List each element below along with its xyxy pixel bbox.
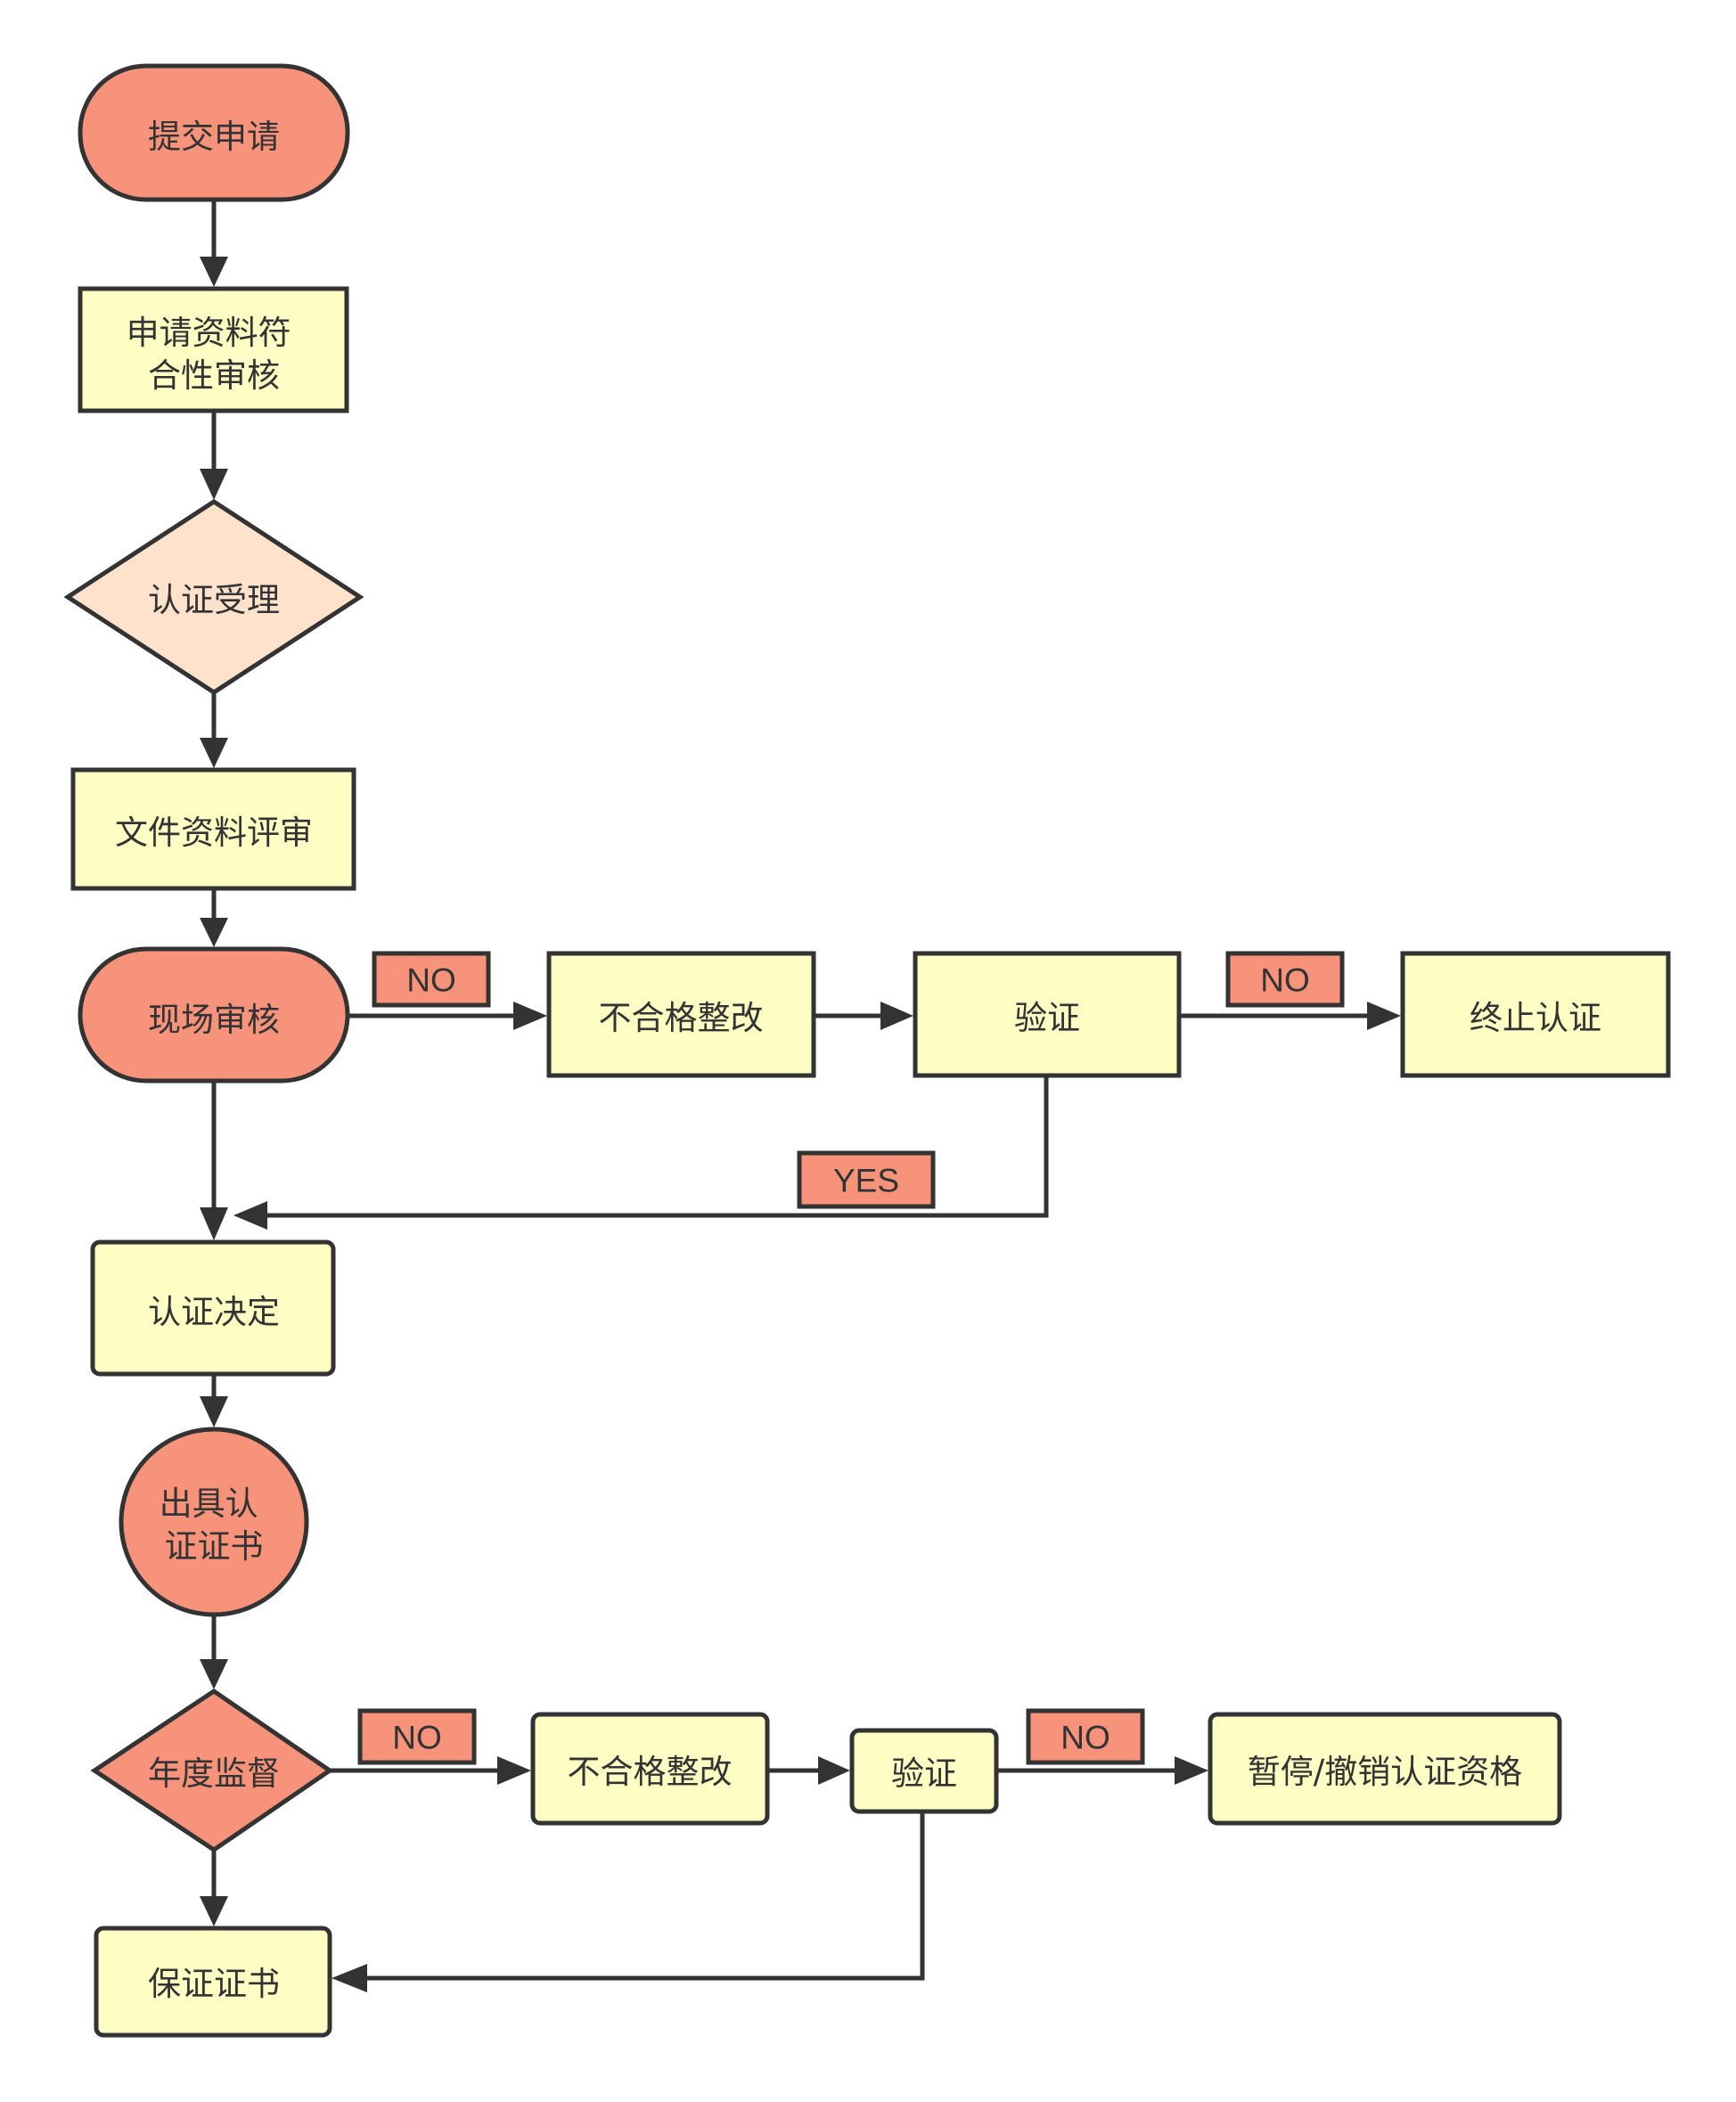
- arrowhead: [497, 1756, 531, 1785]
- arrowhead: [1175, 1756, 1208, 1785]
- node-suspend: [1208, 1712, 1562, 1826]
- label-verify1-yes: YES: [833, 1163, 899, 1199]
- node-issue: [119, 1427, 309, 1617]
- node-rectify-2-label: 不合格整改: [568, 1753, 733, 1791]
- node-keep: [94, 1926, 332, 2038]
- node-accept-label: 认证受理: [148, 581, 280, 619]
- node-doc-review-label: 文件资料评审: [115, 814, 313, 852]
- node-terminate-label: 终止认证: [1470, 999, 1601, 1037]
- label-verify1-no: NO: [1260, 962, 1310, 999]
- arrowhead: [200, 1207, 228, 1240]
- edge-verify1-yes-back: [266, 1076, 1049, 1218]
- label-box-verify1-no: [1225, 951, 1345, 1008]
- arrowhead: [200, 1659, 228, 1689]
- arrowhead: [200, 918, 228, 947]
- label-box-verify2-no: [1026, 1708, 1145, 1765]
- node-verify-2-label: 验证: [891, 1754, 957, 1793]
- node-onsite: [78, 946, 350, 1084]
- node-decision-label: 认证决定: [148, 1293, 280, 1331]
- node-accept: [63, 499, 364, 695]
- node-doc-review: [70, 767, 356, 891]
- edge-verify2-back-to-keep: [365, 1812, 925, 1981]
- label-verify2-no: NO: [1060, 1720, 1110, 1756]
- node-submit-label: 提交申请: [148, 118, 280, 156]
- label-box-annual-no: [357, 1708, 477, 1765]
- node-verify-2: [849, 1728, 999, 1814]
- node-rectify-1: [546, 951, 816, 1078]
- arrowhead: [818, 1756, 850, 1785]
- arrowhead: [200, 738, 228, 768]
- arrowhead: [513, 1002, 547, 1030]
- node-doc-compliance: [78, 286, 349, 413]
- node-onsite-label: 现场审核: [148, 1001, 280, 1039]
- arrowhead: [233, 1201, 267, 1230]
- node-terminate: [1400, 951, 1671, 1078]
- arrowhead: [200, 257, 228, 287]
- arrowhead: [200, 1396, 228, 1427]
- node-annual-label: 年度监督: [148, 1754, 280, 1793]
- node-annual: [90, 1688, 334, 1853]
- arrowhead: [880, 1002, 913, 1030]
- nodes: 提交申请 申请资料符 合性审核 认证受理 文件资料评审 现场审核 不合格整改: [63, 63, 1671, 2038]
- arrowhead: [200, 469, 228, 500]
- arrowhead: [1367, 1002, 1401, 1030]
- node-keep-label: 保证证书: [148, 1965, 280, 2003]
- edge-labels: NO NO YES NO NO: [357, 951, 1345, 1765]
- arrowhead: [332, 1964, 367, 1992]
- node-rectify-1-label: 不合格整改: [599, 999, 764, 1037]
- node-doc-compliance-label: 申请资料符 合性审核: [127, 314, 302, 395]
- node-decision: [90, 1239, 336, 1377]
- arrowhead: [200, 1896, 228, 1926]
- label-onsite-no: NO: [406, 962, 456, 999]
- node-verify-1: [913, 951, 1182, 1078]
- node-suspend-label: 暂停/撤销认证资格: [1248, 1753, 1522, 1791]
- node-verify-1-label: 验证: [1014, 999, 1080, 1037]
- node-rectify-2: [530, 1712, 770, 1826]
- node-submit: [78, 63, 350, 202]
- node-issue-label: 出具认 证证书: [160, 1484, 269, 1566]
- label-annual-no: NO: [392, 1720, 442, 1756]
- label-box-verify1-yes: [797, 1150, 936, 1209]
- label-box-onsite-no: [372, 951, 491, 1008]
- edges: [200, 201, 1401, 1992]
